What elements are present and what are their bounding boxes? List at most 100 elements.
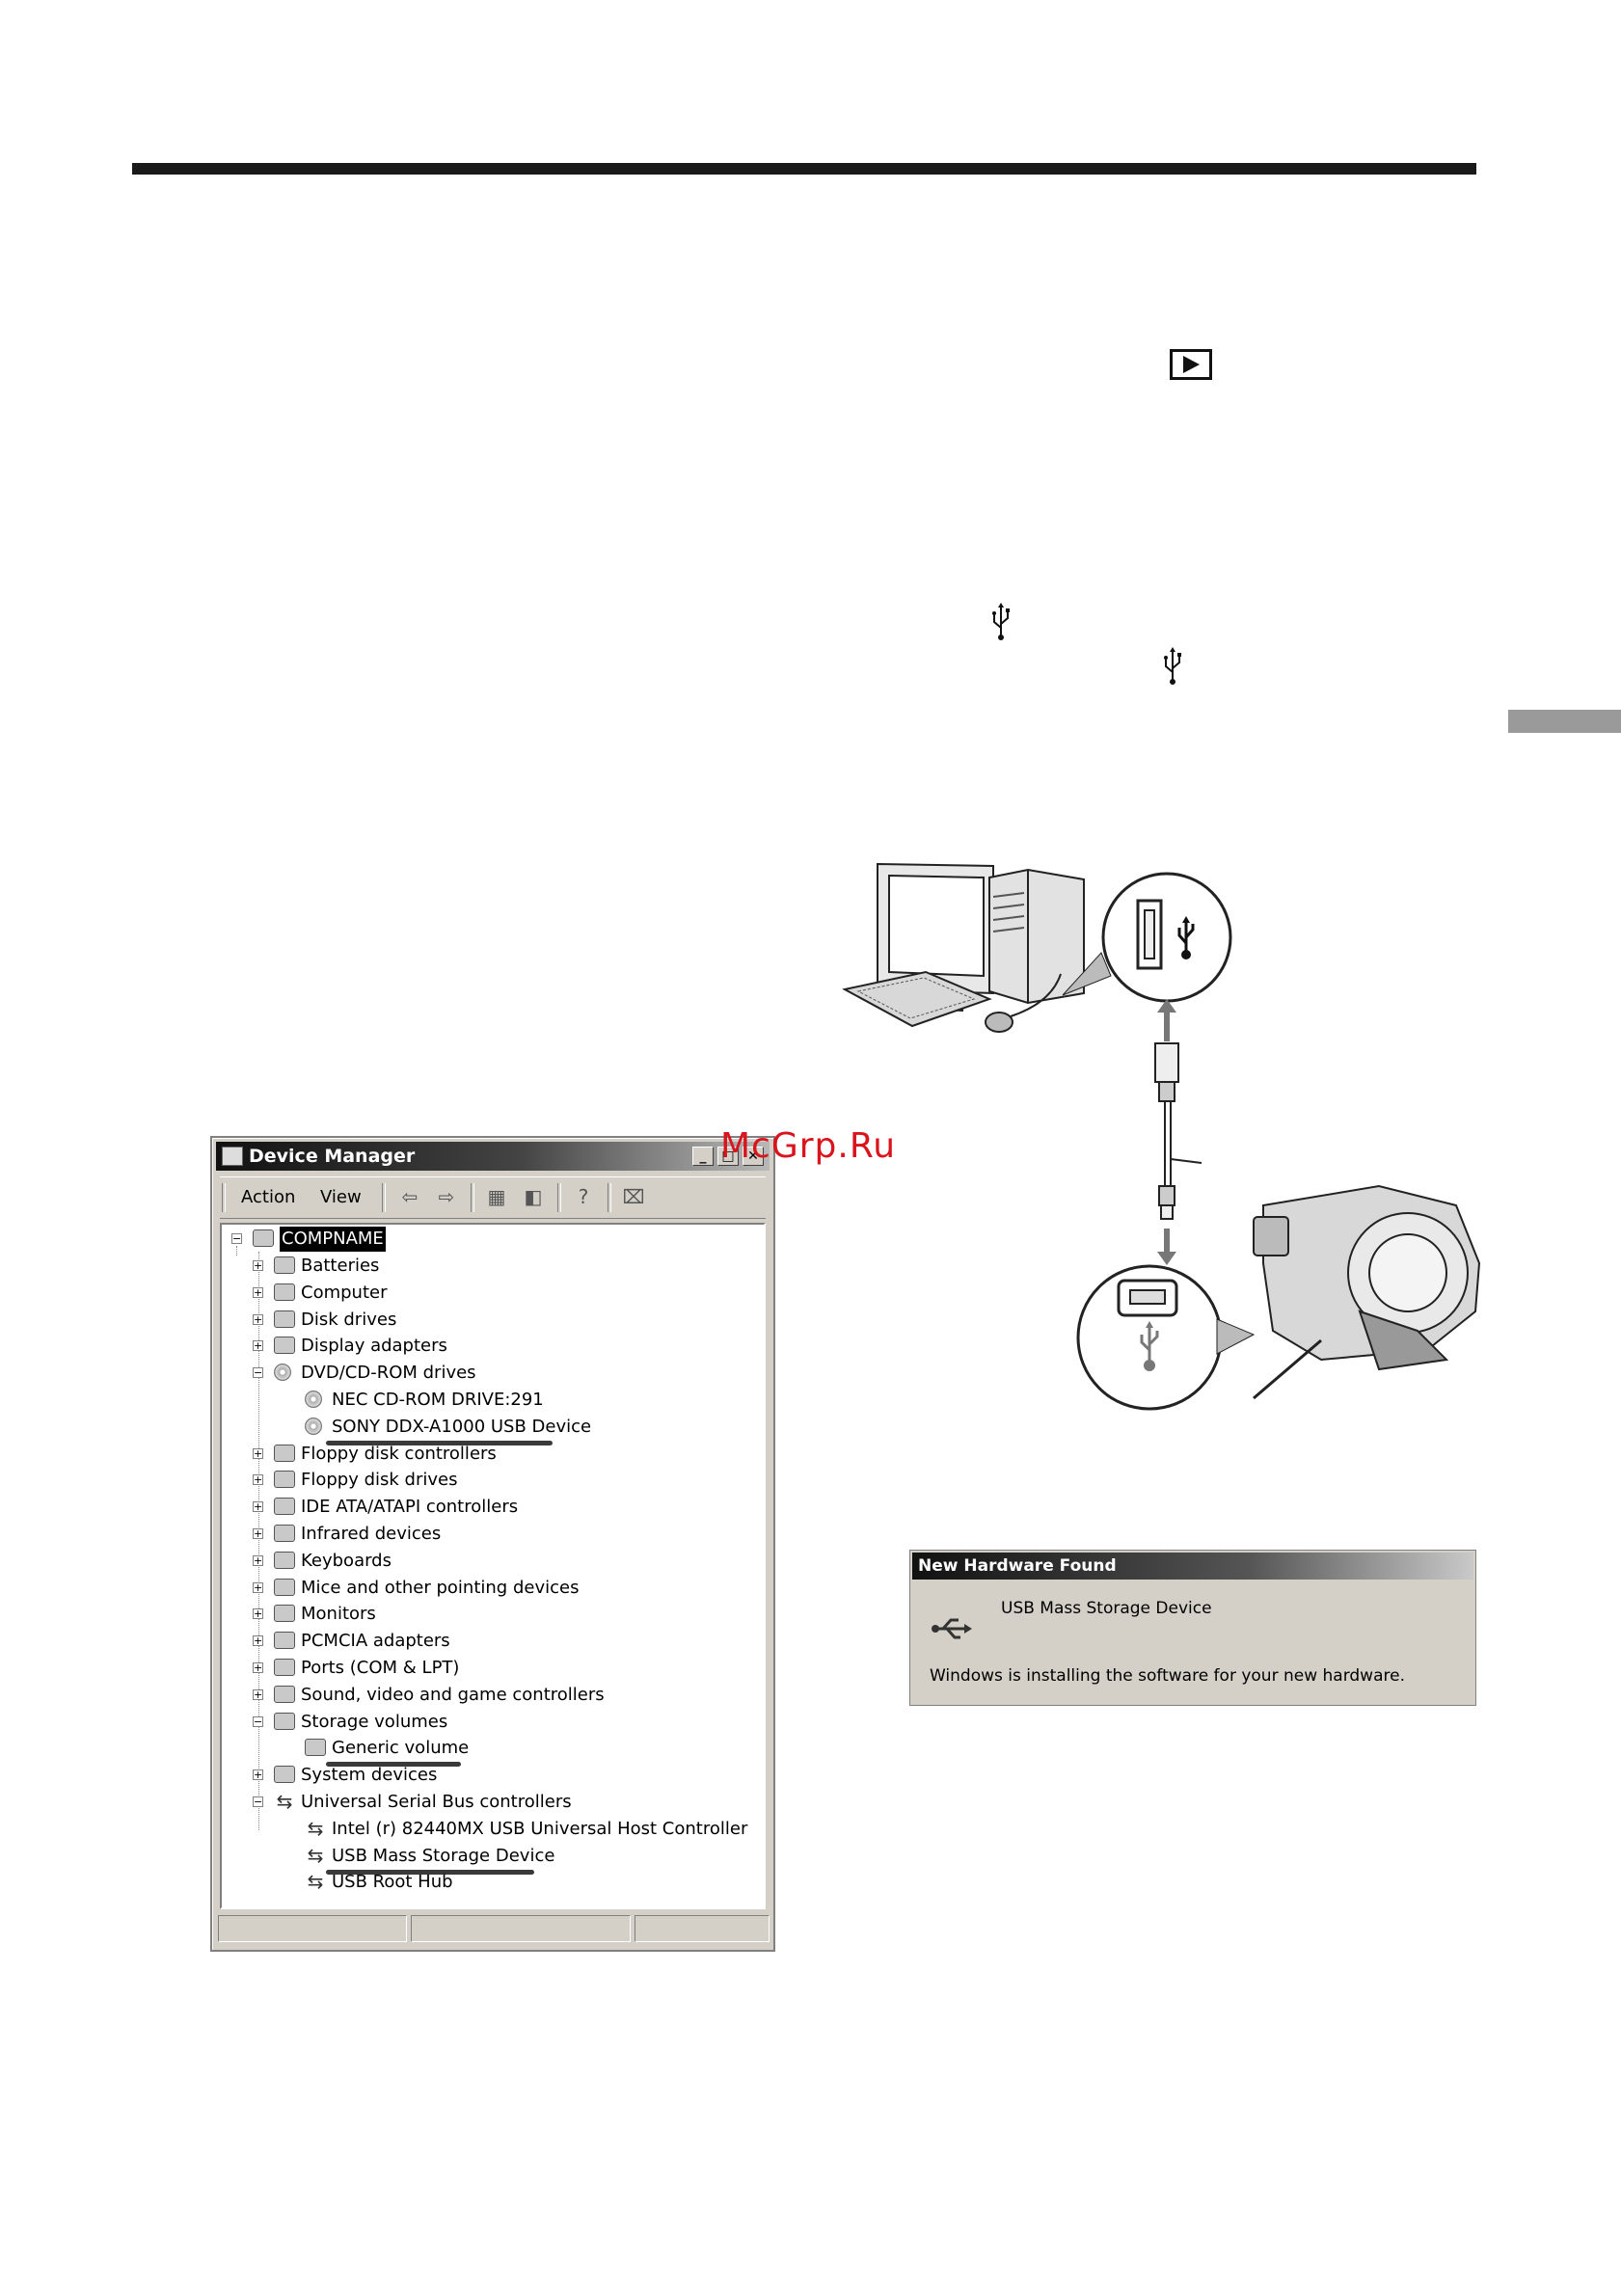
- forward-arrow-icon[interactable]: ⇨: [438, 1185, 455, 1208]
- port-icon: [274, 1659, 295, 1676]
- tree-item-label: USB Root Hub: [332, 1872, 453, 1893]
- collapse-toggle[interactable]: −: [253, 1715, 263, 1728]
- tree-item-label: Monitors: [301, 1604, 376, 1625]
- cdrom-icon: [274, 1364, 291, 1382]
- tree-category[interactable]: + Floppy disk drives: [222, 1468, 762, 1493]
- dialog-title: New Hardware Found: [912, 1553, 1473, 1580]
- highlight-underline: [326, 1869, 535, 1875]
- battery-icon: [274, 1256, 295, 1274]
- toolbar-grip: [222, 1183, 226, 1212]
- mouse-icon: [274, 1578, 295, 1596]
- expand-toggle[interactable]: +: [253, 1661, 263, 1674]
- tree-item-label: Disk drives: [301, 1309, 397, 1330]
- tree-category[interactable]: +Batteries: [222, 1254, 762, 1279]
- expand-toggle[interactable]: +: [253, 1607, 263, 1621]
- toolbar-separator: [382, 1183, 386, 1212]
- storage-volume-icon: [305, 1739, 326, 1757]
- expand-toggle[interactable]: +: [253, 1553, 263, 1567]
- expand-toggle[interactable]: +: [253, 1500, 263, 1514]
- expand-toggle[interactable]: +: [253, 1446, 263, 1460]
- toolbar-separator: [471, 1183, 474, 1212]
- expand-toggle[interactable]: +: [253, 1688, 263, 1701]
- tree-item-label: DVD/CD-ROM drives: [301, 1363, 476, 1384]
- tree-child-item[interactable]: ⇆ Intel (r) 82440MX USB Universal Host Co…: [222, 1817, 762, 1842]
- tree-item-label: Floppy disk drives: [301, 1470, 458, 1491]
- storage-volume-icon: [274, 1712, 295, 1730]
- collapse-toggle[interactable]: −: [253, 1796, 263, 1808]
- new-hardware-found-dialog: New Hardware Found USB Mass Storage Devi…: [909, 1550, 1476, 1706]
- computer-tower-illustration: [988, 868, 1085, 1005]
- tree-child-item[interactable]: ⇆USB Root Hub: [222, 1870, 762, 1895]
- tree-child-item[interactable]: SONY DDX-A1000 USB Device: [222, 1415, 762, 1440]
- tree-category[interactable]: +Floppy disk controllers: [222, 1442, 762, 1467]
- expand-toggle[interactable]: +: [253, 1527, 263, 1540]
- cdrom-icon: [305, 1391, 322, 1408]
- tree-category[interactable]: + Monitors: [222, 1602, 762, 1627]
- computer-icon: [253, 1229, 274, 1247]
- collapse-toggle[interactable]: −: [253, 1366, 263, 1380]
- monitor-icon: [274, 1605, 295, 1623]
- tree-item-label: Mice and other pointing devices: [301, 1577, 580, 1598]
- usb-icon: ⇆: [276, 1790, 293, 1813]
- tree-child-item[interactable]: Generic volume: [222, 1736, 762, 1761]
- tree-category[interactable]: +Keyboards: [222, 1549, 762, 1574]
- tree-category[interactable]: + Computer: [222, 1281, 762, 1306]
- expand-toggle[interactable]: +: [253, 1312, 263, 1326]
- expand-toggle[interactable]: +: [253, 1259, 263, 1272]
- close-button[interactable]: ✕: [743, 1147, 764, 1166]
- tree-item-label: Intel (r) 82440MX USB Universal Host Con…: [332, 1818, 748, 1839]
- tree-root-label: COMPNAME: [280, 1227, 386, 1252]
- expand-toggle[interactable]: +: [253, 1339, 263, 1353]
- tree-item-label: Computer: [301, 1282, 388, 1303]
- usb-icon: [930, 1614, 976, 1651]
- system-device-icon: [274, 1766, 295, 1784]
- help-icon[interactable]: ?: [578, 1185, 589, 1208]
- highlight-underline: [326, 1440, 553, 1445]
- keyboard-illustration: [842, 970, 992, 1028]
- expand-toggle[interactable]: +: [253, 1634, 263, 1648]
- usb-cable-illustration: [1154, 1042, 1202, 1220]
- expand-toggle[interactable]: +: [253, 1473, 263, 1487]
- expand-toggle[interactable]: +: [253, 1285, 263, 1299]
- keyboard-icon: [274, 1551, 295, 1569]
- ide-controller-icon: [274, 1498, 295, 1516]
- tree-category[interactable]: + Disk drives: [222, 1308, 762, 1333]
- properties-icon[interactable]: ◧: [524, 1185, 543, 1208]
- infrared-icon: [274, 1525, 295, 1542]
- top-rule: [132, 163, 1476, 175]
- sound-icon: [274, 1685, 295, 1703]
- tree-category[interactable]: +PCMCIA adapters: [222, 1629, 762, 1654]
- folder-icon[interactable]: ▦: [487, 1185, 506, 1208]
- tree-child-item[interactable]: NEC CD-ROM DRIVE:291: [222, 1388, 762, 1413]
- tree-child-item[interactable]: ⇆USB Mass Storage Device: [222, 1844, 762, 1869]
- view-menu[interactable]: View: [320, 1187, 362, 1207]
- computer-monitor-illustration: [877, 862, 994, 1013]
- tree-root[interactable]: − COMPNAME: [222, 1227, 762, 1252]
- maximize-button[interactable]: □: [717, 1147, 739, 1166]
- back-arrow-icon[interactable]: ⇦: [401, 1185, 419, 1208]
- tree-category[interactable]: + Mice and other pointing devices: [222, 1576, 762, 1601]
- window-titlebar[interactable]: Device Manager _ □ ✕: [216, 1142, 770, 1171]
- usb-icon: ⇆: [307, 1816, 324, 1840]
- tree-item-label: Display adapters: [301, 1336, 447, 1357]
- tree-item-label: System devices: [301, 1765, 438, 1786]
- tree-category[interactable]: −Storage volumes: [222, 1710, 762, 1735]
- usb-icon: ⇆: [307, 1843, 324, 1867]
- scan-hardware-icon[interactable]: ⌧: [622, 1185, 645, 1208]
- expand-toggle[interactable]: +: [253, 1580, 263, 1594]
- tree-category[interactable]: + Display adapters: [222, 1334, 762, 1359]
- minimize-button[interactable]: _: [692, 1147, 714, 1166]
- tree-category[interactable]: −⇆Universal Serial Bus controllers: [222, 1790, 762, 1815]
- tree-category[interactable]: +Sound, video and game controllers: [222, 1683, 762, 1708]
- device-name: USB Mass Storage Device: [1001, 1599, 1212, 1618]
- expand-toggle[interactable]: +: [253, 1769, 263, 1782]
- tree-category[interactable]: − DVD/CD-ROM drives: [222, 1361, 762, 1386]
- tree-category[interactable]: + System devices: [222, 1763, 762, 1788]
- collapse-toggle[interactable]: −: [231, 1232, 242, 1245]
- tree-category[interactable]: +IDE ATA/ATAPI controllers: [222, 1495, 762, 1520]
- usb-connection-illustration: [839, 858, 1514, 1418]
- floppy-drive-icon: [274, 1471, 295, 1489]
- action-menu[interactable]: Action: [241, 1187, 296, 1207]
- tree-category[interactable]: +Ports (COM & LPT): [222, 1656, 762, 1681]
- tree-category[interactable]: +Infrared devices: [222, 1522, 762, 1547]
